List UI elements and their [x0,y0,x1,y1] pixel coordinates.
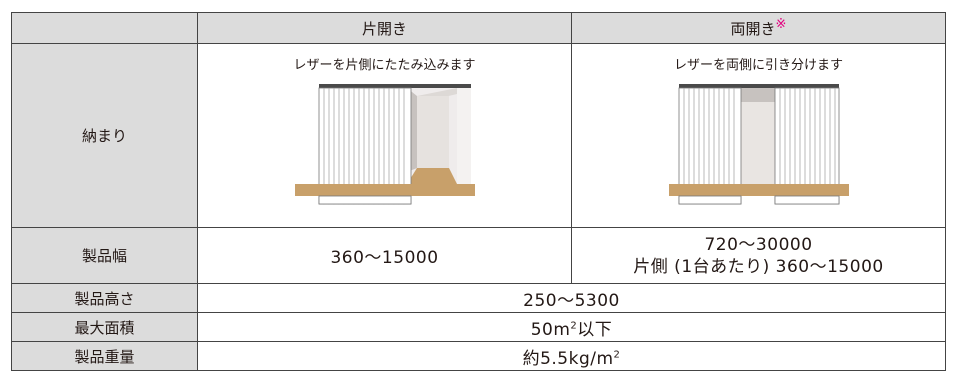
cell-double-illustration: レザーを両側に引き分けます [571,43,946,228]
cell-single-illustration: レザーを片側にたたみ込みます [197,43,572,228]
label-weight: 製品重量 [11,341,198,371]
value-height: 250～5300 [197,283,946,313]
label-width: 製品幅 [11,227,198,284]
value-max-area: 50m2以下 [197,312,946,342]
header-single-open: 片開き [197,12,572,44]
header-double-open: 両開き※ [571,12,946,44]
value-width-double-per-side: 片側 (1台あたり) 360～15000 [633,256,884,277]
spec-table-container: 片開き 両開き※ 納まり レザーを片側にたたみ込みます [11,12,946,371]
caption-single: レザーを片側にたたみ込みます [293,58,476,73]
spec-table: 片開き 両開き※ 納まり レザーを片側にたたみ込みます [11,12,946,371]
row-storage: 納まり レザーを片側にたたみ込みます [11,43,946,228]
max-area-suffix: 以下 [577,319,613,340]
max-area-number: 50m [530,319,571,340]
row-max-area: 最大面積 50m2以下 [11,312,946,342]
value-width-double-total: 720～30000 [704,234,813,255]
value-width-single: 360～15000 [197,227,572,284]
double-open-curtain-image [668,84,849,205]
row-height: 製品高さ 250～5300 [11,283,946,313]
value-width-double: 720～30000 片側 (1台あたり) 360～15000 [571,227,946,284]
caption-double: レザーを両側に引き分けます [673,58,843,73]
single-open-curtain-image [294,84,475,205]
label-height: 製品高さ [11,283,198,313]
row-weight: 製品重量 約5.5kg/m2 [11,341,946,371]
header-double-open-label: 両開き [730,19,776,38]
row-width: 製品幅 360～15000 720～30000 片側 (1台あたり) 360～1… [11,227,946,284]
label-max-area: 最大面積 [11,312,198,342]
weight-number: 約5.5kg/m [522,348,614,369]
weight-sup: 2 [613,348,621,360]
label-storage: 納まり [11,43,198,228]
max-area-sup: 2 [570,319,578,331]
value-weight: 約5.5kg/m2 [197,341,946,371]
note-mark: ※ [775,16,787,32]
header-row: 片開き 両開き※ [11,12,946,44]
header-empty [11,12,198,44]
